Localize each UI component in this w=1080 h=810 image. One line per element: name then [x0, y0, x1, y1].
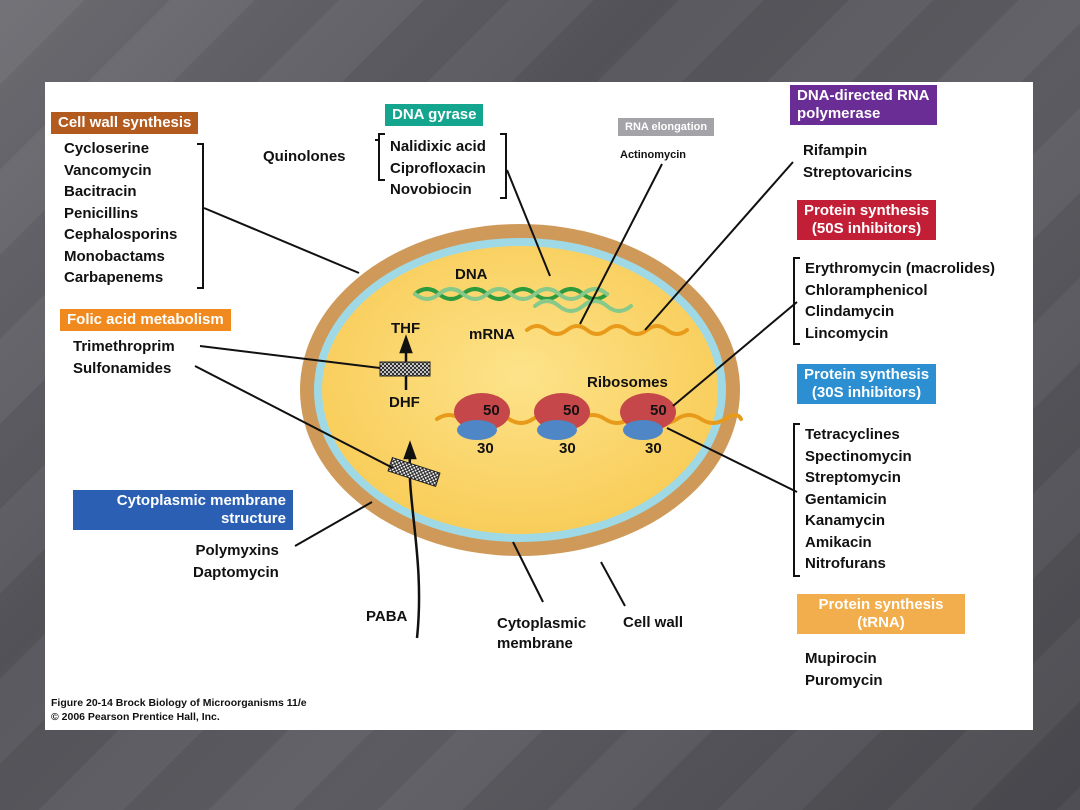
- folic-acid-title: Folic acid metabolism: [67, 311, 224, 328]
- cytoplasmic-membrane-label-line2: membrane: [497, 635, 573, 652]
- subunit-50-label: 50: [650, 402, 667, 419]
- folic-acid-box: Folic acid metabolism: [60, 309, 231, 331]
- ribosome-3: [620, 393, 676, 440]
- drug-name: Puromycin: [805, 671, 883, 689]
- dna-gyrase-drug-list: Nalidixic acid Ciprofloxacin Novobiocin: [390, 136, 486, 201]
- dna-label: DNA: [455, 266, 488, 283]
- drug-name: Cycloserine: [64, 140, 150, 157]
- drug-name: Sulfonamides: [73, 359, 172, 377]
- ribosomes-label: Ribosomes: [587, 374, 668, 391]
- drug-name: Gentamicin: [805, 490, 887, 508]
- drug-name: Streptovaricins: [803, 163, 913, 181]
- drug-name: Trimethroprim: [73, 338, 175, 355]
- cell-wall-synthesis-title: Cell wall synthesis: [58, 114, 192, 131]
- subunit-50-label: 50: [483, 402, 500, 419]
- ribosome-2: [534, 393, 590, 440]
- list-brackets: [197, 133, 800, 577]
- protein-trna-drug-list: Mupirocin Puromycin: [805, 648, 883, 691]
- protein-30s-title-line2: (30S inhibitors): [811, 384, 922, 401]
- cell-wall-label: Cell wall: [623, 614, 684, 631]
- drug-name: Lincomycin: [805, 324, 889, 342]
- drug-name: Streptomycin: [805, 469, 901, 486]
- protein-50s-drug-list: Erythromycin (macrolides) Chloramphenico…: [805, 258, 995, 344]
- protein-50s-title-line1: Protein synthesis: [804, 202, 930, 219]
- figure-caption: Figure 20-14 Brock Biology of Microorgan…: [51, 696, 307, 724]
- protein-trna-box: Protein synthesis (tRNA): [797, 594, 965, 634]
- enzyme-block-lower: [387, 456, 441, 488]
- cell-wall-synthesis-box: Cell wall synthesis: [51, 112, 199, 134]
- rna-elongation-box: RNA elongation: [618, 118, 715, 136]
- enzyme-block-upper: [379, 361, 431, 377]
- drug-name: Mupirocin: [805, 650, 877, 667]
- protein-trna-title-line2: (tRNA): [857, 614, 905, 631]
- drug-name: Novobiocin: [390, 181, 472, 198]
- drug-name: Daptomycin: [193, 563, 279, 581]
- ribosome-1: [454, 393, 510, 440]
- caption-line2: © 2006 Pearson Prentice Hall, Inc.: [51, 711, 220, 723]
- cytoplasmic-membrane-label: Cytoplasmic membrane: [497, 614, 586, 654]
- quinolones-label: Quinolones: [263, 148, 346, 165]
- protein-trna-title-line1: Protein synthesis: [818, 596, 944, 613]
- drug-name: Erythromycin (macrolides): [805, 260, 996, 277]
- actinomycin-label: Actinomycin: [620, 149, 687, 161]
- dna-gyrase-title: DNA gyrase: [392, 106, 477, 123]
- drug-name: Cephalosporins: [64, 226, 178, 243]
- drug-name: Bacitracin: [64, 183, 137, 200]
- drug-name: Penicillins: [64, 204, 139, 222]
- drug-name: Chloramphenicol: [805, 281, 928, 299]
- dna-gyrase-box: DNA gyrase: [385, 104, 484, 126]
- thf-label: THF: [391, 320, 421, 337]
- rna-polymerase-box: DNA-directed RNA polymerase: [790, 85, 937, 125]
- drug-name: Nalidixic acid: [390, 138, 486, 155]
- protein-30s-box: Protein synthesis (30S inhibitors): [797, 364, 937, 404]
- folic-acid-drug-list: Trimethroprim Sulfonamides: [73, 336, 175, 379]
- drug-name: Rifampin: [803, 142, 868, 159]
- drug-name: Vancomycin: [64, 161, 152, 179]
- drug-name: Ciprofloxacin: [390, 159, 486, 177]
- membrane-structure-box: Cytoplasmic membrane structure: [73, 490, 293, 530]
- drug-name: Polymyxins: [195, 542, 279, 559]
- mrna-label: mRNA: [469, 326, 515, 343]
- subunit-30-label: 30: [559, 440, 576, 457]
- drug-name: Clindamycin: [805, 303, 895, 320]
- leader-lines: [194, 161, 798, 607]
- protein-30s-drug-list: Tetracyclines Spectinomycin Streptomycin…: [805, 424, 912, 575]
- drug-name: Tetracyclines: [805, 426, 900, 443]
- drug-name: Carbapenems: [64, 269, 164, 286]
- membrane-title-line1: Cytoplasmic membrane: [116, 492, 286, 509]
- protein-50s-box: Protein synthesis (50S inhibitors): [797, 200, 937, 240]
- cell-diagram-graphics: [194, 133, 800, 639]
- paba-label: PABA: [366, 608, 408, 625]
- caption-line1: Figure 20-14 Brock Biology of Microorgan…: [51, 697, 307, 709]
- subunit-30-label: 30: [645, 440, 662, 457]
- subunit-50-label: 50: [563, 402, 580, 419]
- drug-name: Monobactams: [64, 247, 165, 265]
- antibiotic-targets-figure: Cell wall synthesis Cycloserine Vancomyc…: [45, 82, 1033, 730]
- cytoplasm-shape: [322, 246, 718, 534]
- drug-name: Nitrofurans: [805, 555, 886, 572]
- rna-polymerase-drug-list: Rifampin Streptovaricins: [803, 140, 912, 183]
- membrane-title-line2: structure: [220, 510, 286, 527]
- drug-name: Amikacin: [805, 533, 872, 551]
- drug-name: Kanamycin: [805, 512, 886, 529]
- protein-30s-title-line1: Protein synthesis: [804, 366, 930, 383]
- rna-polymerase-title-line2: polymerase: [797, 105, 881, 122]
- subunit-30-label: 30: [477, 440, 494, 457]
- cell-wall-drug-list: Cycloserine Vancomycin Bacitracin Penici…: [64, 138, 177, 289]
- dna-helix: [413, 287, 633, 313]
- rna-polymerase-title-line1: DNA-directed RNA: [797, 87, 930, 104]
- dhf-label: DHF: [389, 394, 420, 411]
- cytoplasmic-membrane-label-line1: Cytoplasmic: [497, 615, 587, 632]
- protein-50s-title-line2: (50S inhibitors): [811, 220, 922, 237]
- membrane-drug-list: Polymyxins Daptomycin: [193, 540, 279, 583]
- rna-elongation-title: RNA elongation: [625, 121, 708, 133]
- drug-name: Spectinomycin: [805, 447, 912, 465]
